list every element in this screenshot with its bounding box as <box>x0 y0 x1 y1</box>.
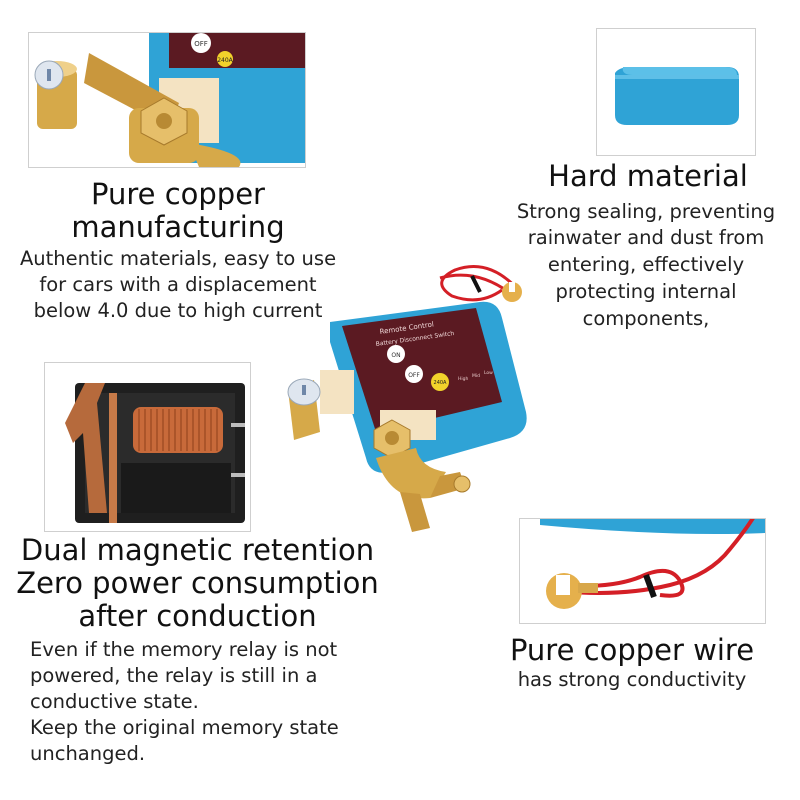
hard-material-desc-line-3: entering, effectively <box>547 253 745 276</box>
magnetic-desc-line-2: powered, the relay is still in a <box>30 664 318 687</box>
copper-mfg-desc-line-1: Authentic materials, easy to use <box>19 247 337 270</box>
hard-material-title: Hard material <box>548 159 748 193</box>
off-label-small: OFF <box>194 40 208 48</box>
magnetic-desc-line-4: Keep the original memory state <box>30 716 339 739</box>
wire-title: Pure copper wire <box>509 633 755 667</box>
scale-label-low: Low <box>484 370 493 376</box>
magnetic-title-line-1: Dual magnetic retention <box>20 533 375 567</box>
scale-label-mid: Mid <box>472 373 480 379</box>
copper-terminal-photo: OFF 240A <box>28 32 306 168</box>
copper-mfg-title-line-1: Pure copper <box>91 177 265 211</box>
rating-badge-small: 240A <box>217 57 233 64</box>
on-label: ON <box>391 352 400 359</box>
copper-mfg-desc-line-2: for cars with a displacement <box>39 273 317 296</box>
wire-desc: has strong conductivity <box>517 668 747 691</box>
rating-badge: 240A <box>434 380 448 386</box>
hard-material-desc-line-1: Strong sealing, preventing <box>516 200 776 223</box>
battery-disconnect-switch-photo: Remote Control Battery Disconnect Switch… <box>280 262 540 542</box>
off-label: OFF <box>408 372 420 379</box>
magnetic-desc-line-5: unchanged. <box>30 742 146 765</box>
magnetic-title-line-3: after conduction <box>78 599 317 633</box>
copper-mfg-title-line-2: manufacturing <box>71 210 285 244</box>
hard-material-desc-line-2: rainwater and dust from <box>527 226 765 249</box>
magnetic-desc-line-1: Even if the memory relay is not <box>30 638 338 661</box>
hard-material-desc-line-5: components, <box>582 307 710 330</box>
relay-photo <box>44 362 251 532</box>
housing-material-photo <box>596 28 756 156</box>
magnetic-title-line-2: Zero power consumption <box>16 566 379 600</box>
scale-label-high: High <box>458 376 468 382</box>
copper-wire-photo <box>519 518 766 624</box>
copper-mfg-desc-line-3: below 4.0 due to high current <box>33 299 323 322</box>
magnetic-desc-line-3: conductive state. <box>30 690 199 713</box>
hard-material-desc-line-4: protecting internal <box>555 280 737 303</box>
